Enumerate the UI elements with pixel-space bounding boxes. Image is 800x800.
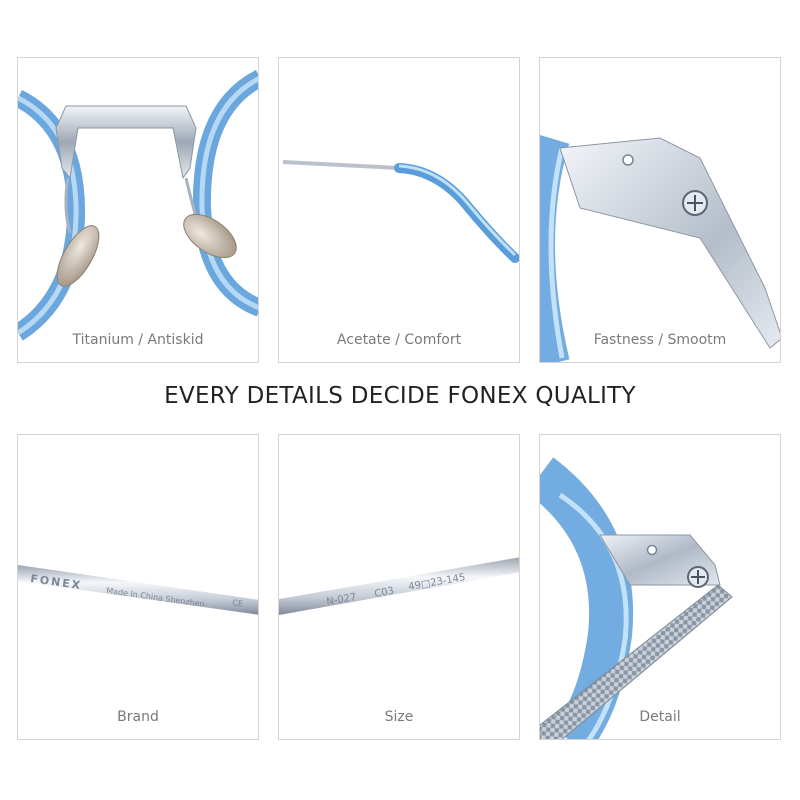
tile-caption: Fastness / Smootm xyxy=(593,332,727,348)
hinge-closeup xyxy=(540,135,780,362)
ce-mark: CE xyxy=(232,598,244,608)
tile-acetate-comfort: Acetate / Comfort xyxy=(278,57,520,363)
tile-caption: Detail xyxy=(639,709,681,725)
temple-arm xyxy=(18,565,258,615)
knurled-temple xyxy=(540,584,733,739)
tile-caption: Titanium / Antiskid xyxy=(72,332,204,348)
left-nose-pad xyxy=(56,225,100,287)
tile-size: N-027 C03 49□23-145 Size xyxy=(278,434,520,740)
temple-brand-engraving: FONEX Made In China Shenzhen CE xyxy=(18,565,258,615)
nose-bridge-closeup xyxy=(18,69,258,341)
lens-rim xyxy=(540,135,570,362)
temple-acetate-tip xyxy=(394,163,519,263)
temple-arm xyxy=(279,557,519,615)
titanium-bridge xyxy=(55,105,197,180)
tile-brand: FONEX Made In China Shenzhen CE Brand xyxy=(17,434,259,740)
hinge-detail-closeup xyxy=(540,457,733,739)
tile-fastness-smooth: Fastness / Smootm xyxy=(539,57,781,363)
temple-tip-closeup xyxy=(282,160,519,263)
hinge-hole xyxy=(622,154,634,166)
color-code: C03 xyxy=(374,586,395,600)
tile-caption: Brand xyxy=(117,709,159,725)
temple-size-engraving: N-027 C03 49□23-145 xyxy=(279,557,519,615)
tile-caption: Acetate / Comfort xyxy=(336,332,462,348)
hinge-block xyxy=(559,137,780,349)
tile-titanium-antiskid: Titanium / Antiskid xyxy=(17,57,259,363)
right-lens-rim xyxy=(192,69,258,317)
model-number: N-027 xyxy=(326,592,358,608)
right-nose-pad xyxy=(183,213,237,259)
temple-metal-wire xyxy=(282,160,400,170)
tile-caption: Size xyxy=(384,709,414,725)
hinge-hole xyxy=(646,544,658,556)
tile-detail: Detail xyxy=(539,434,781,740)
headline: EVERY DETAILS DECIDE FONEX QUALITY xyxy=(164,383,636,409)
